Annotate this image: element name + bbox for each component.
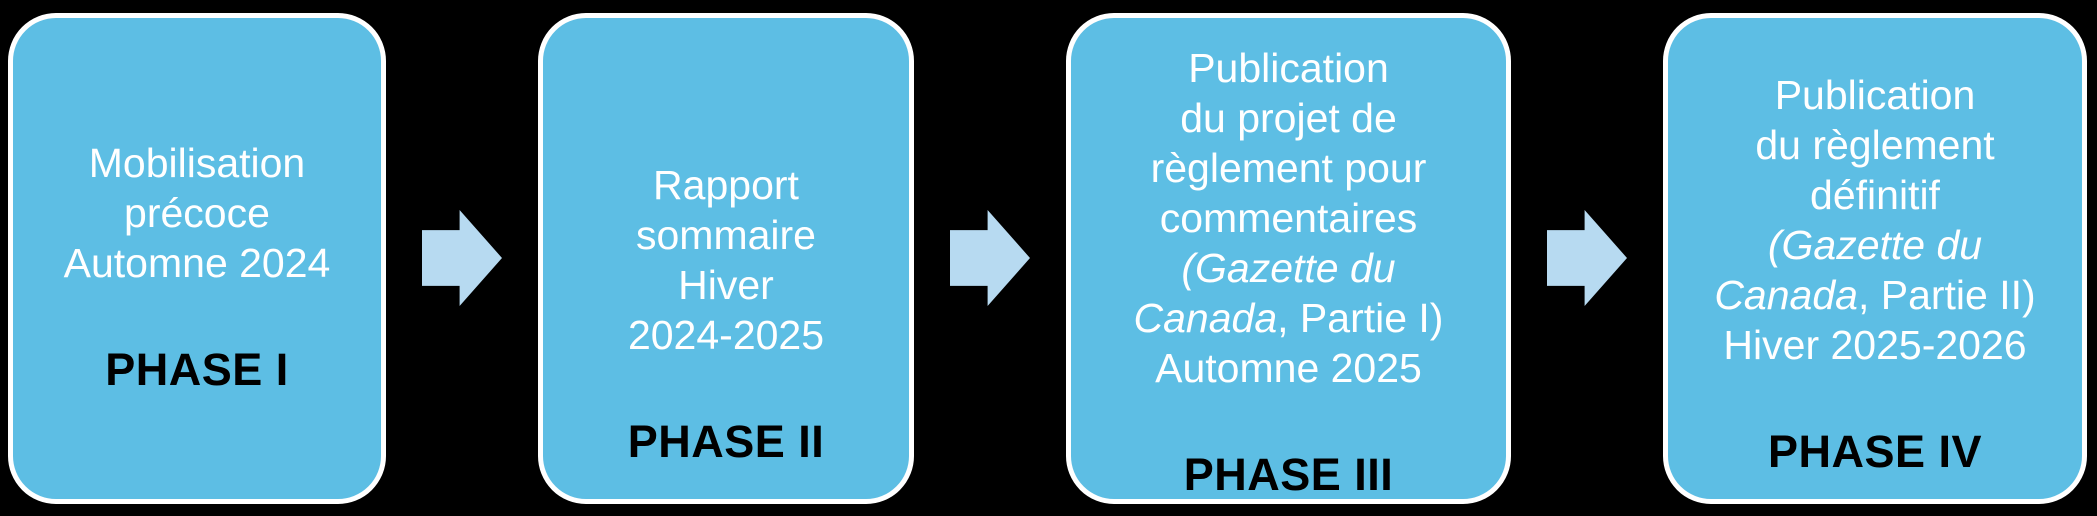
description-text-italic: (Gazette du: [1181, 245, 1396, 291]
phase-label: PHASE IV: [1767, 426, 1983, 477]
description-line: (Gazette du: [1714, 220, 2035, 270]
description-line: règlement pour: [1134, 143, 1444, 193]
description-text: définitif: [1810, 172, 1940, 218]
description-line: Mobilisation: [64, 138, 331, 188]
description-line: 2024-2025: [628, 310, 825, 360]
description-line: précoce: [64, 188, 331, 238]
description-text: Automne 2024: [63, 240, 331, 286]
description-text: , Partie I): [1277, 295, 1444, 341]
description-text: Rapport: [653, 162, 799, 208]
right-arrow-icon: [1547, 210, 1627, 306]
description-line: Canada, Partie I): [1134, 293, 1444, 343]
phase-label: PHASE I: [105, 344, 289, 395]
description-line: Hiver 2025-2026: [1714, 320, 2035, 370]
description-line: (Gazette du: [1134, 243, 1444, 293]
description-text: du projet de: [1180, 95, 1397, 141]
phase-label: PHASE II: [627, 416, 825, 467]
description-text: Automne 2025: [1155, 345, 1422, 391]
description-line: Rapport: [628, 160, 825, 210]
description-text: commentaires: [1159, 195, 1418, 241]
phase-label: PHASE III: [1183, 449, 1394, 500]
description-line: Automne 2025: [1134, 343, 1444, 393]
description-text: précoce: [124, 190, 270, 236]
description-text-italic: (Gazette du: [1767, 222, 1983, 268]
description-text: du règlement: [1755, 122, 1995, 168]
description-line: définitif: [1714, 170, 2035, 220]
right-arrow-icon: [950, 210, 1030, 306]
description-line: Automne 2024: [64, 238, 331, 288]
description-text: Publication: [1774, 72, 1976, 118]
description-text: 2024-2025: [627, 312, 825, 358]
description-line: Hiver: [628, 260, 825, 310]
description-text-italic: Canada: [1714, 272, 1858, 318]
description-text: , Partie II): [1857, 272, 2036, 318]
description-line: du projet de: [1134, 93, 1444, 143]
description-text: Hiver 2025-2026: [1723, 322, 2027, 368]
description-line: sommaire: [628, 210, 825, 260]
description-text-italic: Canada: [1133, 295, 1278, 341]
description-line: Canada, Partie II): [1714, 270, 2035, 320]
description-text: Publication: [1188, 45, 1389, 91]
description-text: Mobilisation: [88, 140, 306, 186]
description-line: du règlement: [1714, 120, 2035, 170]
description-text: règlement pour: [1150, 145, 1427, 191]
description-text: sommaire: [636, 212, 816, 258]
description-line: commentaires: [1134, 193, 1444, 243]
right-arrow-icon: [422, 210, 502, 306]
description-line: Publication: [1714, 70, 2035, 120]
description-line: Publication: [1134, 43, 1444, 93]
description-text: Hiver: [678, 262, 774, 308]
